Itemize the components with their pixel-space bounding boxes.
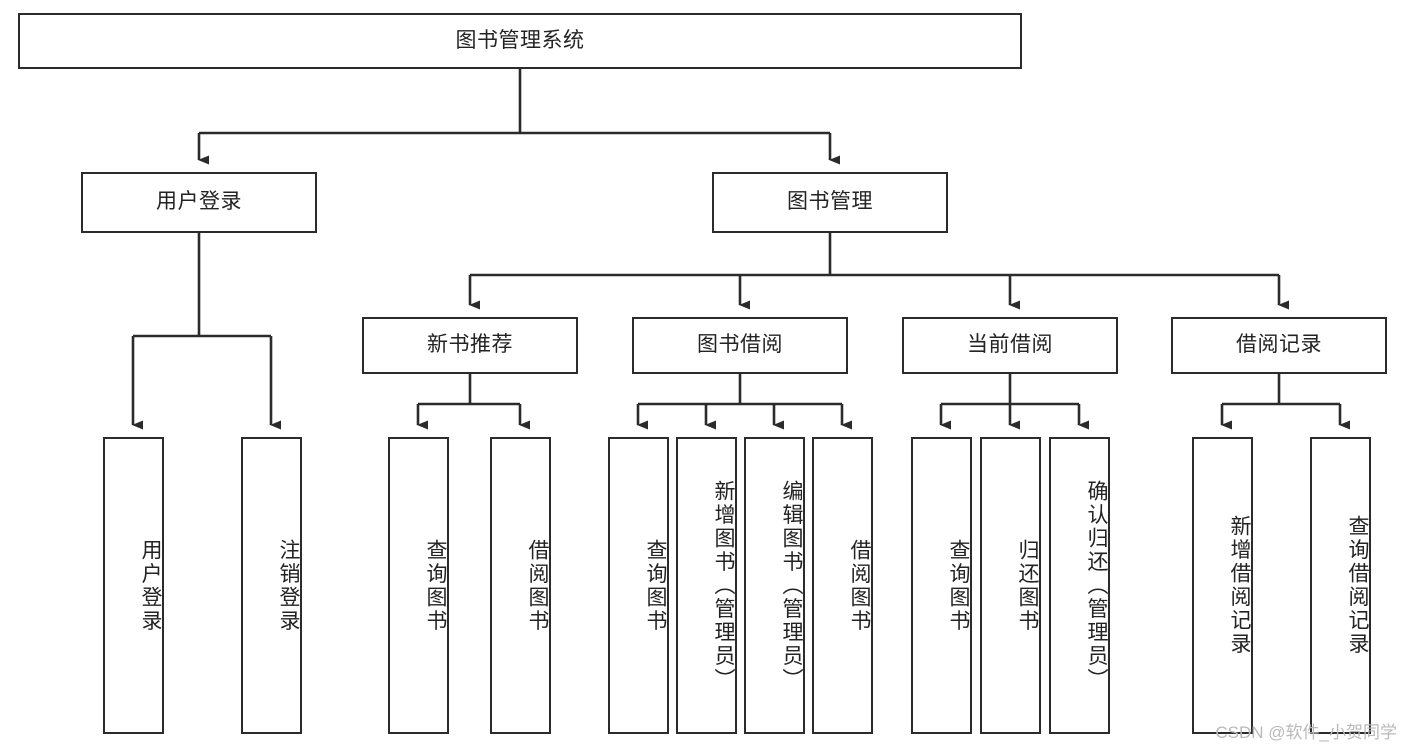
node-leaf-return-book-label: 归还图书 bbox=[1016, 538, 1039, 633]
node-leaf-query-book-1[interactable]: 查询图书 bbox=[388, 437, 449, 734]
node-leaf-query-book-3-label: 查询图书 bbox=[947, 538, 970, 633]
node-leaf-logout-login-label: 注销登录 bbox=[277, 538, 300, 633]
node-book-manage-label: 图书管理 bbox=[787, 190, 873, 214]
node-leaf-edit-book-admin[interactable]: 编辑图书（管理员） bbox=[744, 437, 805, 734]
node-current-borrow-label: 当前借阅 bbox=[967, 333, 1053, 357]
node-leaf-query-borrow-record[interactable]: 查询借阅记录 bbox=[1310, 437, 1371, 734]
node-borrow-record-label: 借阅记录 bbox=[1236, 333, 1322, 357]
node-leaf-add-book-admin-label: 新增图书（管理员） bbox=[712, 479, 735, 692]
node-leaf-borrow-book-2[interactable]: 借阅图书 bbox=[812, 437, 873, 734]
node-leaf-add-book-admin[interactable]: 新增图书（管理员） bbox=[676, 437, 737, 734]
node-leaf-add-borrow-record[interactable]: 新增借阅记录 bbox=[1192, 437, 1253, 734]
node-leaf-user-login-label: 用户登录 bbox=[139, 538, 162, 633]
node-book-manage[interactable]: 图书管理 bbox=[712, 172, 948, 233]
node-user-login-label: 用户登录 bbox=[156, 190, 242, 214]
node-leaf-query-book-2-label: 查询图书 bbox=[644, 538, 667, 633]
node-leaf-logout-login[interactable]: 注销登录 bbox=[241, 437, 302, 734]
node-book-borrow[interactable]: 图书借阅 bbox=[632, 317, 848, 374]
node-root-label: 图书管理系统 bbox=[455, 28, 585, 52]
node-leaf-borrow-book-1[interactable]: 借阅图书 bbox=[490, 437, 551, 734]
node-leaf-query-book-2[interactable]: 查询图书 bbox=[608, 437, 669, 734]
watermark-text: CSDN @软件_小贺同学 bbox=[1215, 723, 1397, 742]
node-leaf-return-book[interactable]: 归还图书 bbox=[980, 437, 1041, 734]
node-leaf-edit-book-admin-label: 编辑图书（管理员） bbox=[780, 479, 803, 692]
node-new-book-recommend-label: 新书推荐 bbox=[427, 333, 513, 357]
node-leaf-query-book-3[interactable]: 查询图书 bbox=[911, 437, 972, 734]
node-leaf-borrow-book-1-label: 借阅图书 bbox=[526, 538, 549, 633]
node-leaf-query-borrow-record-label: 查询借阅记录 bbox=[1346, 515, 1369, 656]
node-leaf-user-login[interactable]: 用户登录 bbox=[103, 437, 164, 734]
node-book-borrow-label: 图书借阅 bbox=[697, 333, 783, 357]
node-current-borrow[interactable]: 当前借阅 bbox=[902, 317, 1118, 374]
node-leaf-add-borrow-record-label: 新增借阅记录 bbox=[1228, 515, 1251, 656]
node-root[interactable]: 图书管理系统 bbox=[18, 13, 1022, 69]
node-leaf-confirm-return-admin-label: 确认归还（管理员） bbox=[1085, 479, 1108, 692]
node-leaf-query-book-1-label: 查询图书 bbox=[424, 538, 447, 633]
node-user-login[interactable]: 用户登录 bbox=[81, 172, 317, 233]
node-borrow-record[interactable]: 借阅记录 bbox=[1171, 317, 1387, 374]
node-leaf-confirm-return-admin[interactable]: 确认归还（管理员） bbox=[1049, 437, 1110, 734]
node-new-book-recommend[interactable]: 新书推荐 bbox=[362, 317, 578, 374]
node-leaf-borrow-book-2-label: 借阅图书 bbox=[848, 538, 871, 633]
